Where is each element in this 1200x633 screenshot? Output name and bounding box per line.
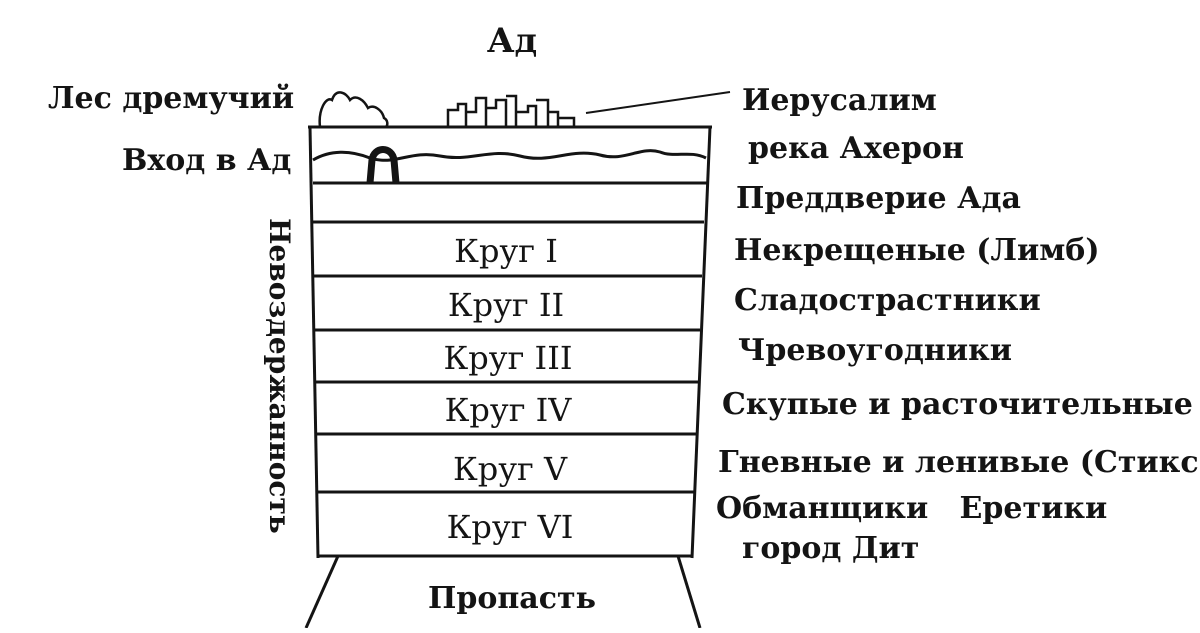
abyss-right xyxy=(676,555,702,629)
level-description: Обманщики Еретики xyxy=(716,491,1107,526)
forest-drawing xyxy=(318,91,389,128)
entrance-label: Вход в Ад xyxy=(122,143,291,178)
abyss-label: Пропасть xyxy=(428,581,596,616)
jerusalem-pointer xyxy=(585,91,731,114)
entrance-arch xyxy=(366,146,400,184)
acheron-label: река Ахерон xyxy=(748,131,964,166)
circle-label: Круг III xyxy=(444,339,573,377)
circle-label: Круг I xyxy=(454,232,558,270)
level-description: Гневные и ленивые (Стикс) xyxy=(718,445,1200,480)
level-description: Сладострастники xyxy=(734,283,1041,318)
diagram-title: Ад xyxy=(487,21,537,61)
circle-label: Круг II xyxy=(448,286,564,324)
left-wall xyxy=(308,126,320,559)
level-description: Преддверие Ада xyxy=(736,181,1021,216)
level-description: Некрещеные (Лимб) xyxy=(734,233,1100,268)
incontinence-label: Невоздержанность xyxy=(263,218,296,534)
level-description: Скупые и расточительные xyxy=(722,387,1193,422)
forest-label: Лес дремучий xyxy=(48,81,294,116)
circle-label: Круг IV xyxy=(445,391,573,429)
level-description: Чревоугодники xyxy=(738,333,1012,368)
circle-label: Круг VI xyxy=(447,508,574,546)
jerusalem-drawing xyxy=(446,94,576,127)
right-wall xyxy=(690,126,712,559)
city-dis-label: город Дит xyxy=(742,531,919,566)
abyss-left xyxy=(304,555,340,629)
jerusalem-label: Иерусалим xyxy=(742,83,937,118)
circle-label: Круг V xyxy=(453,450,568,488)
